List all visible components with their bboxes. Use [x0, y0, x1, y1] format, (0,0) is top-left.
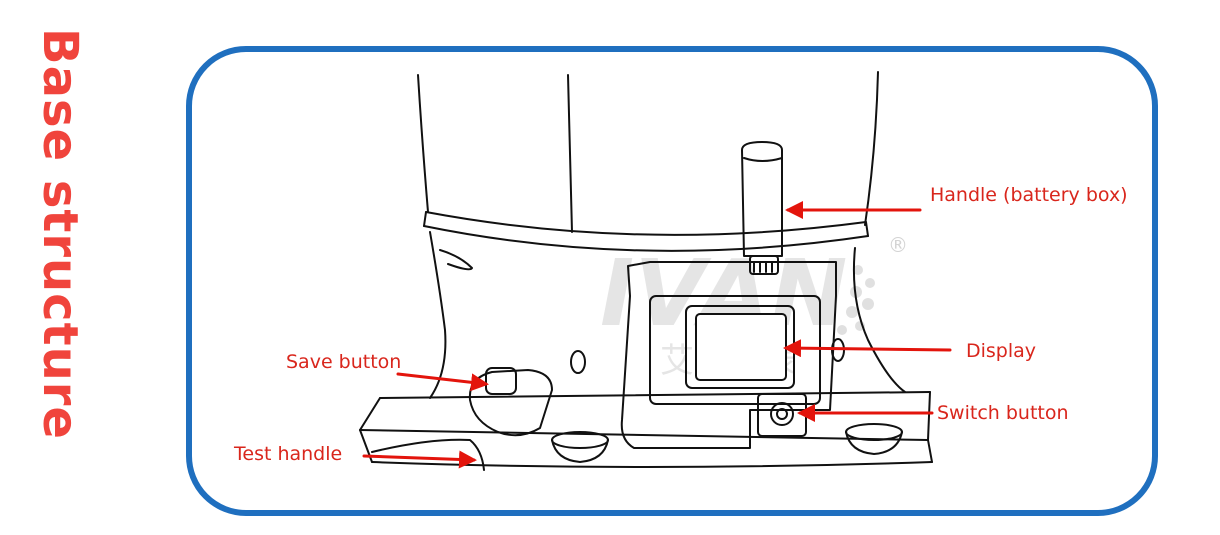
display-label: Display	[966, 340, 1037, 362]
device-outline	[359, 71, 933, 471]
test-handle-label: Test handle	[234, 443, 343, 465]
arrow-display	[783, 339, 952, 358]
diagram-frame	[186, 46, 1158, 516]
callout-arrows	[362, 201, 952, 469]
page-title: Base structure	[32, 28, 88, 440]
handle-label: Handle (battery box)	[930, 184, 1128, 206]
switch-button-label: Switch button	[937, 402, 1069, 424]
save-button-label: Save button	[286, 351, 402, 373]
watermark-registered: ®	[888, 233, 908, 257]
arrow-test-handle	[362, 450, 477, 469]
arrow-save-button	[396, 372, 489, 392]
